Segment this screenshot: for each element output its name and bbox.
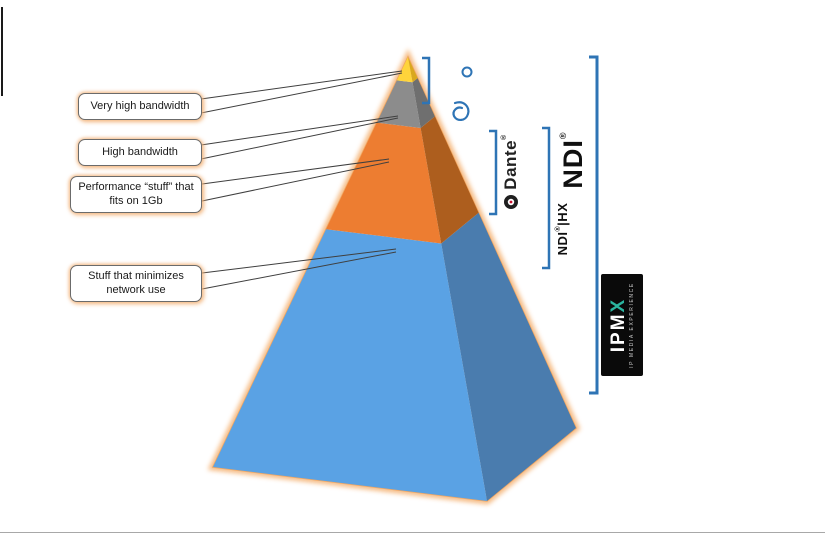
bracket-ndi	[542, 126, 551, 270]
callout-line-minimal-1	[201, 248, 397, 274]
callout-lines	[200, 70, 403, 290]
layer-blue-side	[441, 212, 576, 502]
dante-text: Dante	[501, 139, 520, 190]
layer-orange-side	[420, 116, 479, 244]
dante-reg-mark: ®	[501, 134, 508, 140]
label-minimal-network-use: Stuff that minimizes network use	[70, 265, 202, 302]
label-text: High bandwidth	[102, 145, 178, 158]
callout-line-high-2	[200, 117, 399, 160]
bracket-dante	[489, 129, 498, 216]
label-performance-1gb: Performance “stuff” that fits on 1Gb	[70, 176, 202, 213]
ndi-hx-logo: NDI®|HX	[554, 191, 570, 267]
spiral-logo-icon	[452, 101, 470, 121]
layer-yellow-tip-front	[396, 57, 413, 83]
bracket-tip	[422, 56, 431, 105]
bracket-ipmx	[589, 55, 599, 395]
callout-line-high-1	[200, 115, 399, 146]
ndi-hx-text: NDI	[554, 231, 570, 256]
brackets	[422, 55, 599, 395]
layer-orange-front	[326, 122, 442, 244]
label-high-bandwidth: High bandwidth	[78, 139, 202, 166]
ndi-reg-mark: ®	[557, 131, 568, 140]
callout-line-1gb-2	[201, 161, 390, 202]
layer-gray-front	[376, 80, 421, 128]
ipmx-text-main: IPM	[608, 312, 629, 353]
ndi-hx-reg-mark: ®	[554, 225, 562, 232]
label-text: Stuff that minimizes network use	[88, 269, 184, 296]
label-very-high-bandwidth: Very high bandwidth	[78, 93, 202, 120]
ndi-wordmark: NDI®	[558, 131, 589, 188]
layer-blue-front	[213, 229, 487, 501]
callout-line-minimal-2	[201, 251, 397, 290]
dante-logo: Dante®	[500, 129, 522, 215]
dante-wordmark: Dante®	[501, 134, 521, 189]
ndi-hx-wordmark: NDI®|HX	[555, 203, 570, 256]
label-text: Performance “stuff” that fits on 1Gb	[78, 180, 194, 207]
ipmx-subtitle: IP MEDIA EXPERIENCE	[629, 282, 635, 368]
circle-logo-icon	[461, 66, 473, 78]
ndi-logo: NDI®	[558, 123, 588, 197]
callout-line-very-high-2	[200, 72, 403, 114]
callout-line-very-high-1	[200, 70, 403, 100]
ipmx-logo: IPMX IP MEDIA EXPERIENCE	[601, 274, 643, 376]
ipmx-wordmark: IPMX	[608, 297, 629, 353]
ndi-text: NDI	[557, 139, 588, 189]
ipmx-text-x: X	[608, 297, 629, 313]
ndi-hx-suffix: |HX	[554, 202, 570, 226]
slide-edge-line	[1, 7, 3, 96]
label-text: Very high bandwidth	[90, 99, 190, 112]
dante-icon	[504, 194, 518, 209]
layer-yellow-tip-side	[408, 57, 418, 83]
callout-line-1gb-1	[201, 158, 390, 185]
